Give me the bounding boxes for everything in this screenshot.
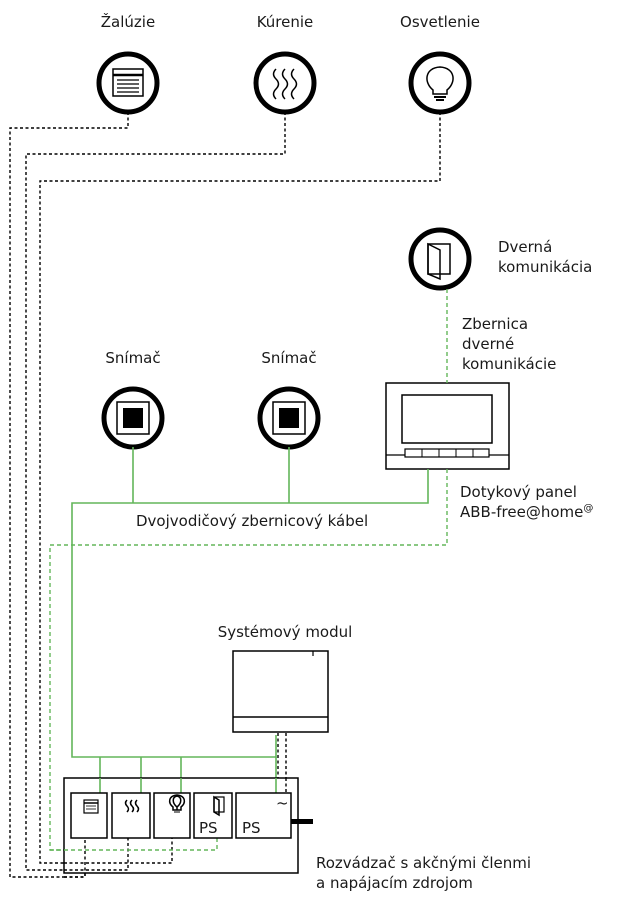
blinds-icon (96, 51, 160, 115)
power-supply-module: ~ PS (235, 792, 292, 839)
sensor-2-icon (257, 386, 321, 450)
label-heating: Kúrenie (257, 13, 314, 31)
system-module-icon (232, 650, 329, 733)
heating-icon (253, 51, 317, 115)
label-door-bus-3: komunikácie (462, 355, 556, 373)
label-cabinet-1: Rozvádzač s akčnými členmi (316, 854, 531, 872)
door-power-module: PS (193, 792, 233, 839)
label-touch-panel-2: ABB-free@home (460, 503, 583, 521)
svg-text:ABB-free@home@: ABB-free@home@ (460, 503, 593, 521)
sensor-1-icon (101, 386, 165, 450)
label-cabinet-2: a napájacím zdrojom (316, 874, 473, 892)
actuator-lighting-module (153, 792, 191, 839)
touch-panel-icon (385, 382, 510, 470)
ac-symbol: ~ (276, 794, 289, 812)
label-two-wire-cable: Dvojvodičový zbernicový kábel (136, 512, 368, 530)
label-door-bus-2: dverné (462, 335, 514, 353)
label-door-comm-2: komunikácia (498, 258, 592, 276)
label-touch-panel-sup: @ (583, 503, 593, 514)
label-sensor-1: Snímač (105, 349, 160, 367)
ps-label-1: PS (199, 819, 218, 837)
label-lighting: Osvetlenie (400, 13, 480, 31)
two-wire-bus-lines (71, 447, 429, 793)
label-blinds: Žalúzie (101, 12, 155, 31)
lightbulb-icon (408, 51, 472, 115)
actuator-blinds-module (70, 792, 108, 839)
label-door-bus-1: Zbernica (462, 315, 528, 333)
actuator-heating-module (111, 792, 151, 839)
cabinet-connector (291, 819, 313, 824)
door-bus-lines (49, 289, 448, 851)
label-door-comm-1: Dverná (498, 238, 552, 256)
svg-text:Dotykový panel: Dotykový panel (460, 483, 577, 501)
door-icon (408, 227, 472, 291)
label-sensor-2: Snímač (261, 349, 316, 367)
label-touch-panel-1: Dotykový panel (460, 483, 577, 501)
label-system-module: Systémový modul (218, 623, 353, 641)
actuator-control-lines (9, 112, 441, 878)
ps-label-2: PS (242, 819, 261, 837)
cabinet: PS ~ PS (50, 777, 313, 878)
